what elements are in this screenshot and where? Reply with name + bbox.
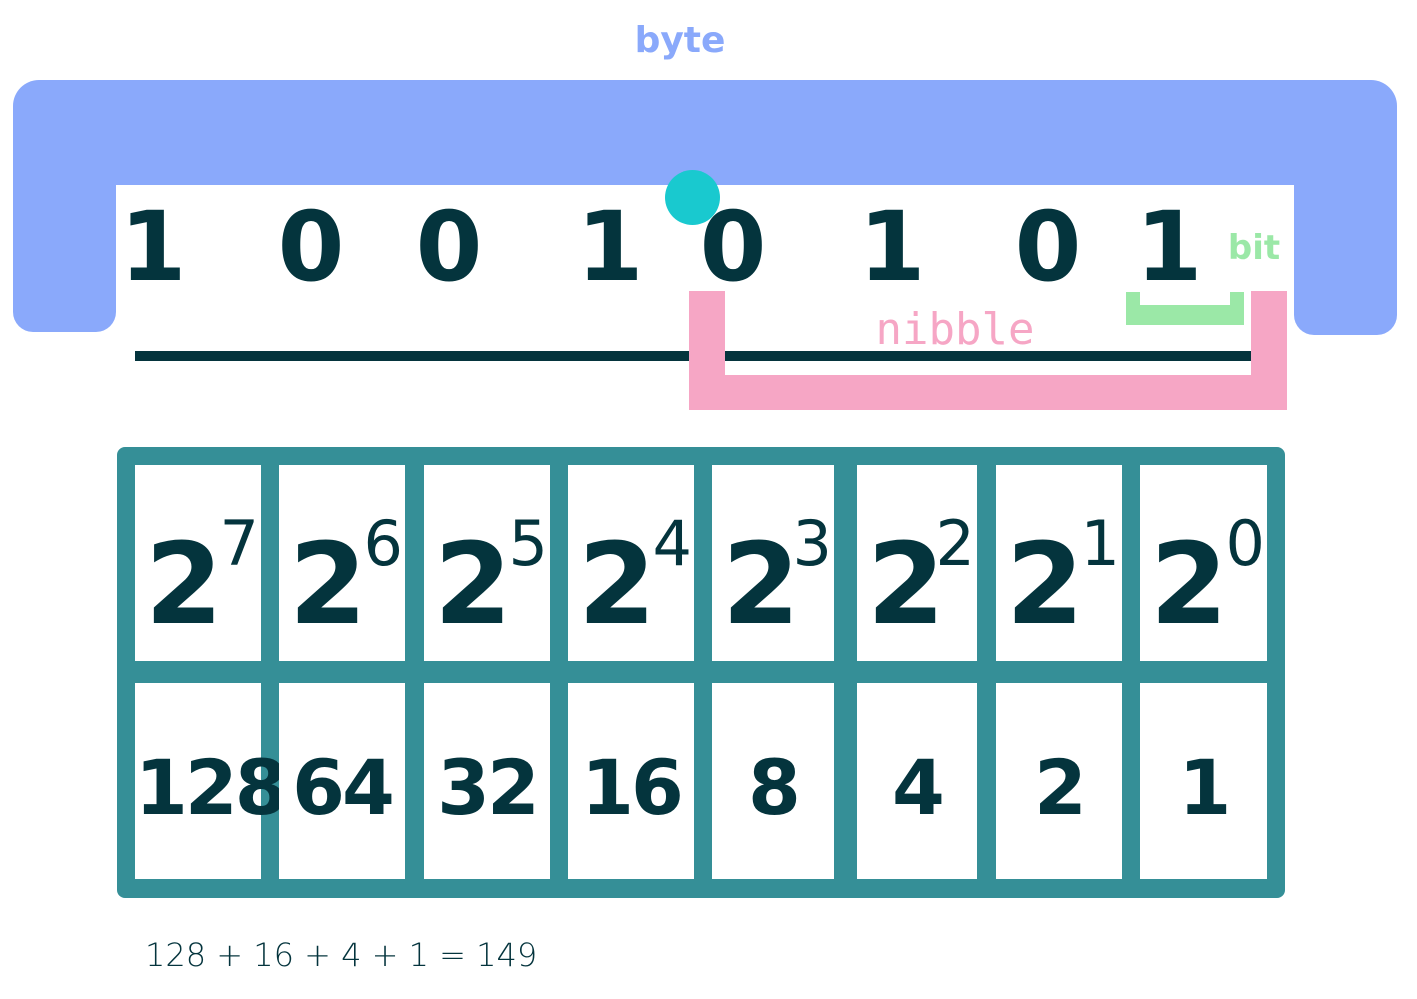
sum-equation: 128 + 16 + 4 + 1 = 149 [145,936,538,974]
value-cell: 128 [135,683,288,879]
place-value: 16 [581,743,684,832]
byte-label: byte [634,20,726,61]
place-value: 32 [437,743,540,832]
power-cell: 2 3 [712,465,834,661]
power-base: 2 [289,520,367,650]
place-value: 1 [1178,743,1232,832]
power-exponent: 5 [508,507,548,580]
value-cell: 4 [857,683,977,879]
power-cell: 2 7 [135,465,261,661]
place-value: 8 [748,743,801,832]
power-base: 2 [434,520,512,650]
bit-digit-5: 0 [415,191,483,303]
power-base: 2 [867,520,945,650]
bit-digit-0: 1 [1135,191,1203,303]
power-exponent: 4 [652,507,692,580]
nibble-split-marker [665,170,720,225]
place-value: 2 [1034,743,1087,832]
bit-digit-7: 1 [119,191,187,303]
nibble-label: nibble [875,304,1035,355]
bit-digit-4: 1 [576,191,644,303]
place-value-table: 2 7 2 6 2 5 2 4 2 3 2 2 2 1 2 0 128 64 3… [117,447,1285,898]
power-exponent: 1 [1080,507,1120,580]
power-cell: 2 5 [424,465,550,661]
bit-digit-1: 0 [1014,191,1082,303]
value-cell: 8 [712,683,834,879]
power-base: 2 [145,520,223,650]
bit-label: bit [1227,228,1281,268]
value-cell: 16 [568,683,694,879]
power-cell: 2 1 [996,465,1122,661]
power-cell: 2 0 [1140,465,1267,661]
bit-digit-6: 0 [277,191,345,303]
power-exponent: 0 [1225,507,1265,580]
power-base: 2 [1006,520,1084,650]
value-cell: 32 [424,683,550,879]
power-cell: 2 2 [857,465,977,661]
power-exponent: 6 [363,507,403,580]
byte-bracket-top [13,80,1397,185]
nibble-bracket-bottom [689,375,1287,410]
place-value: 4 [892,743,945,832]
power-cell: 2 6 [279,465,405,661]
value-cell: 1 [1140,683,1267,879]
place-value: 128 [135,743,288,832]
bit-digit-2: 1 [858,191,926,303]
value-cell: 2 [996,683,1122,879]
power-exponent: 7 [219,507,259,580]
byte-bracket-left [13,150,116,332]
place-value: 64 [292,743,395,832]
byte-bracket-right [1294,150,1397,335]
bit-bracket-bottom [1126,305,1244,325]
value-cell: 64 [279,683,405,879]
power-exponent: 3 [792,507,832,580]
power-exponent: 2 [935,507,975,580]
power-base: 2 [722,520,800,650]
power-base: 2 [578,520,656,650]
power-base: 2 [1150,520,1228,650]
power-cell: 2 4 [568,465,694,661]
